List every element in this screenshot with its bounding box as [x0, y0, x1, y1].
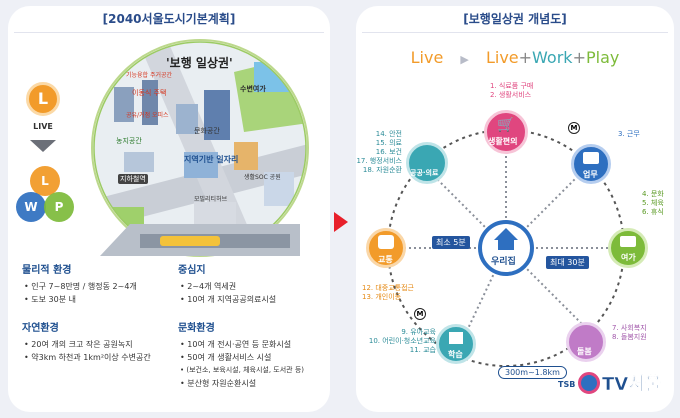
watermark-logo [578, 372, 600, 394]
notes-public: 14. 안전 15. 의료 16. 보건 17. 행정서비스 18. 자원순환 [356, 130, 402, 174]
map-label: 문화공간 [194, 127, 220, 135]
node-living [484, 110, 528, 154]
map-label: 공유/거점 오피스 [126, 112, 169, 119]
divider [14, 32, 324, 33]
right-panel: [보행일상권 개념도] Live ▶ Live+Work+Play 생활편의 🛒… [356, 6, 674, 412]
list-item: (보건소, 보육시설, 체육시설, 도서관 등) [180, 364, 304, 377]
tagline: Live ▶ Live+Work+Play [356, 48, 674, 67]
watermark-small: TSB [558, 380, 576, 389]
list-item: 약3km 하천과 1km²이상 수변공간 [24, 351, 150, 364]
right-title: [보행일상권 개념도] [463, 12, 567, 26]
list-item: 50여 개 생활서비스 시설 [180, 351, 304, 364]
section-nature: 자연환경 20여 개의 크고 작은 공원녹지 약3km 하천과 1km²이상 수… [22, 322, 151, 364]
list-item: 20여 개의 크고 작은 공원녹지 [24, 338, 151, 351]
list-item: 인구 7~8만명 / 행정동 2~4개 [24, 280, 137, 293]
metro-icon: M [414, 308, 426, 320]
section-center: 중심지 2~4개 역세권 10여 개 지역공공의료시설 [178, 264, 276, 306]
list-item: 10여 개 지역공공의료시설 [180, 293, 276, 306]
lwp-w-circle: W [16, 192, 46, 222]
tagline-work: Work [532, 48, 573, 67]
max-time-label: 최대 30분 [546, 256, 589, 269]
node-transit-label: 교통 [378, 255, 393, 264]
tagline-live2: Live [485, 48, 519, 67]
list-item: 2~4개 역세권 [180, 280, 276, 293]
cart-icon: 🛒 [497, 117, 515, 133]
tagline-plus: + [518, 48, 533, 67]
live-circle: L [26, 82, 60, 116]
min-time-label: 최소 5분 [432, 236, 470, 249]
map-label: 생활SOC 공원 [244, 174, 281, 181]
red-arrow-icon [334, 212, 348, 232]
node-home-label: 우리집 [491, 257, 516, 267]
left-panel: [2040서울도시기본계획] L LIVE L W P [8, 6, 330, 412]
watermark-text: TV서울 [602, 374, 662, 396]
school-icon [449, 332, 463, 344]
map-label: 지역기반 일자리 [184, 155, 239, 164]
node-care-label: 돌봄 [577, 347, 592, 356]
notes-work: 3. 근무 [618, 130, 640, 138]
node-work-label: 업무 [583, 170, 598, 179]
down-arrow-icon [30, 140, 56, 152]
lwp-diagram: L W P [14, 166, 76, 228]
map-label: 모빌리티허브 [194, 196, 228, 203]
node-learning [436, 324, 476, 364]
distance-label: 300m~1.8km [498, 366, 567, 379]
live-label: LIVE [33, 122, 53, 131]
node-public-label: 공공·의료 [410, 169, 439, 177]
map-title: '보행 일상권' [166, 56, 233, 70]
chevron-right-icon: ▶ [460, 53, 469, 66]
lwp-p-circle: P [44, 192, 74, 222]
notes-living: 1. 식료품 구매 2. 생활서비스 [490, 82, 534, 99]
notes-learning: 9. 유아교육 10. 어린이·청소년교육 11. 교습 [368, 328, 436, 354]
node-care [566, 322, 606, 362]
section-culture: 문화환경 10여 개 전시·공연 등 문화시설 50여 개 생활서비스 시설 (… [178, 322, 304, 390]
notes-leisure: 4. 문화 5. 체육 6. 휴식 [642, 190, 664, 216]
tagline-live: Live [410, 48, 444, 67]
map-label: 이동식 주택 [132, 89, 167, 97]
notes-transit: 12. 대중교통접근 13. 개인이동 [362, 284, 414, 301]
divider [362, 32, 668, 33]
map-label: 기능융합 주거공간 [126, 72, 173, 79]
home-icon-body [498, 240, 514, 250]
left-title: [2040서울도시기본계획] [102, 12, 236, 26]
bus-icon [378, 235, 394, 249]
section-physical: 물리적 환경 인구 7~8만명 / 행정동 2~4개 도보 30분 내 [22, 264, 137, 306]
map-label: 수변여가 [240, 85, 266, 93]
node-learning-label: 학습 [448, 350, 463, 359]
camera-icon [620, 236, 636, 247]
list-item: 도보 30분 내 [24, 293, 137, 306]
node-leisure-label: 여가 [621, 253, 636, 262]
lwp-l-circle: L [30, 166, 60, 196]
map-label: 지하철역 [118, 174, 148, 184]
node-public [406, 142, 448, 184]
node-work [571, 144, 611, 184]
node-living-label: 생활편의 [488, 137, 518, 146]
city-map-illustration [91, 39, 309, 257]
home-icon [494, 228, 518, 240]
list-item: 분산형 자원순환시설 [180, 377, 304, 390]
tagline-play: Play [585, 48, 620, 67]
notes-care: 7. 사회복지 8. 돌봄지원 [612, 324, 647, 341]
list-item: 10여 개 전시·공연 등 문화시설 [180, 338, 304, 351]
tagline-plus: + [572, 48, 586, 67]
briefcase-icon [583, 152, 599, 164]
metro-icon: M [568, 122, 580, 134]
node-leisure [608, 228, 648, 268]
map-label: 농지공간 [116, 137, 142, 145]
subway-tunnel-illustration [100, 224, 300, 256]
